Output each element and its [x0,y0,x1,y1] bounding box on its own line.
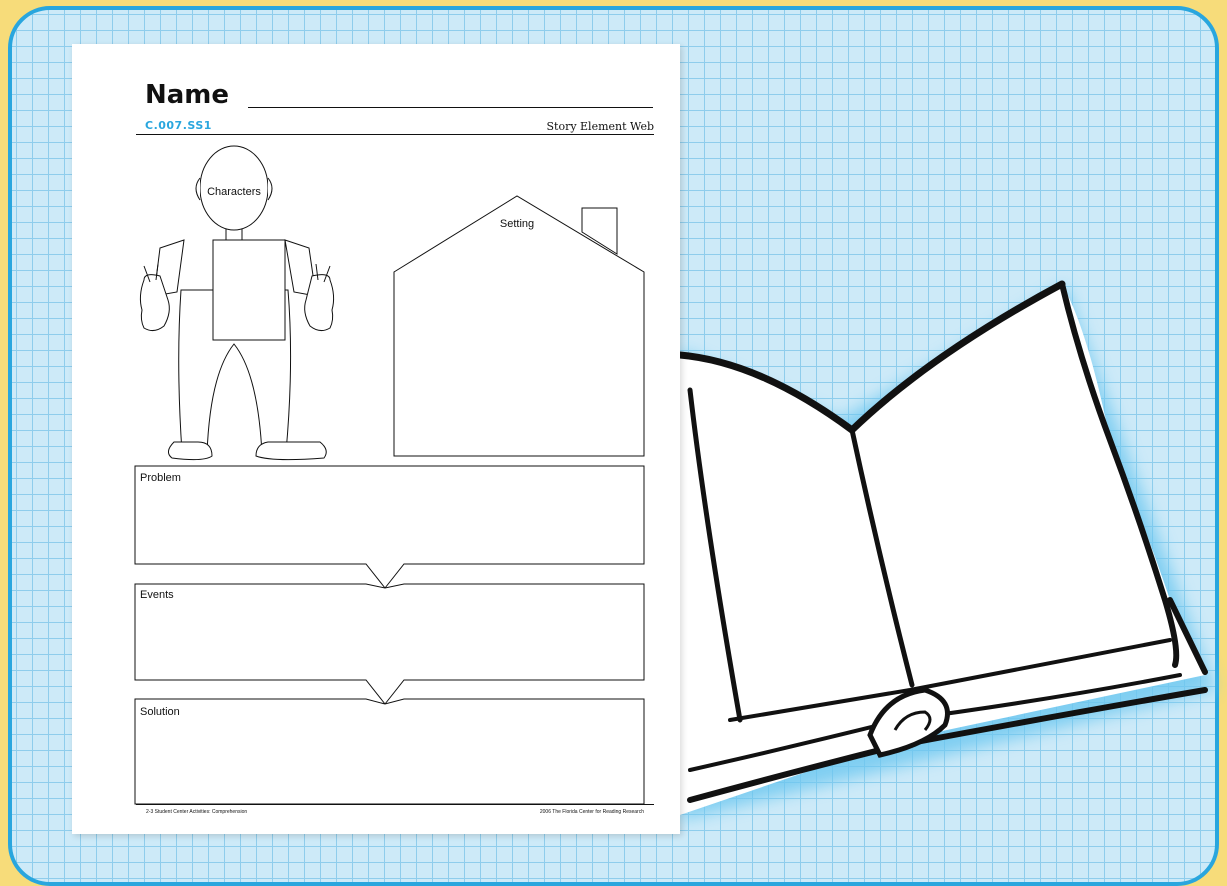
events-box[interactable] [134,583,645,705]
house-outline-icon [393,195,645,457]
story-element-worksheet: Name C.007.SS1 Story Element Web [72,44,680,834]
events-label: Events [140,589,174,601]
setting-label: Setting [500,218,534,230]
name-write-line[interactable] [248,107,653,108]
worksheet-title: Story Element Web [546,120,654,133]
worksheet-diagram: Characters Setting Problem Events Soluti… [134,145,645,805]
footer-right-text: 2006 The Florida Center for Reading Rese… [539,809,644,815]
characters-label: Characters [207,186,261,198]
problem-box[interactable] [134,465,645,589]
person-outline-icon [139,145,335,461]
solution-label: Solution [140,706,180,718]
problem-label: Problem [140,472,181,484]
header-rule [136,134,654,135]
footer-rule [136,804,654,805]
solution-box[interactable] [134,698,645,805]
name-label: Name [145,80,230,110]
footer-left-text: 2-3 Student Center Activities: Comprehen… [146,809,248,815]
worksheet-code: C.007.SS1 [145,119,212,132]
